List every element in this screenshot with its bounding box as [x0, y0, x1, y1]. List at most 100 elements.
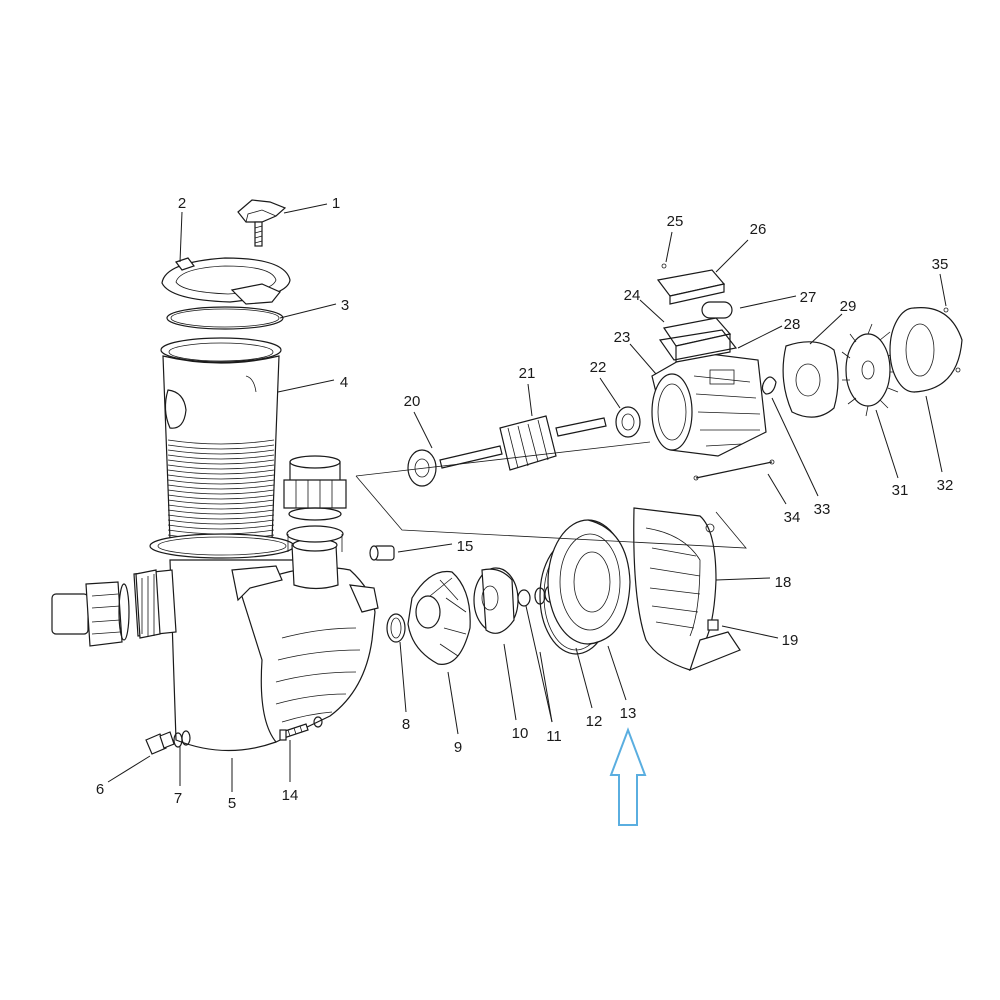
part-label-34: 34	[784, 509, 801, 526]
part-label-25: 25	[667, 213, 684, 230]
part-19-bolt	[707, 619, 719, 631]
part-10-impeller	[473, 567, 519, 634]
leader-line-22	[599, 377, 621, 409]
part-label-20: 20	[404, 393, 421, 410]
part-label-3: 3	[341, 297, 349, 314]
leader-line-9	[447, 671, 459, 735]
part-label-28: 28	[784, 316, 801, 333]
part-label-33: 33	[814, 501, 831, 518]
leader-line-33	[771, 397, 819, 497]
leader-line-2	[179, 211, 183, 263]
part-22-bearing	[615, 406, 641, 438]
leader-line-10	[503, 643, 517, 721]
part-label-8: 8	[402, 716, 410, 733]
part-3-lid-o-ring	[166, 306, 284, 330]
part-14-screw	[279, 716, 323, 741]
basket-rib	[167, 519, 275, 525]
basket-rib	[167, 454, 275, 460]
part-label-9: 9	[454, 739, 462, 756]
part-label-6: 6	[96, 781, 104, 798]
leader-line-35	[939, 273, 947, 307]
part-label-19: 19	[782, 632, 799, 649]
highlight-arrow-icon	[609, 727, 647, 826]
part-24-terminal-block	[662, 317, 732, 363]
part-label-32: 32	[937, 477, 954, 494]
leader-line-23	[629, 343, 657, 375]
leader-line-6	[107, 755, 151, 783]
leader-line-15	[397, 543, 453, 553]
basket-rib	[167, 464, 275, 470]
part-label-22: 22	[590, 359, 607, 376]
part-35-screw	[943, 307, 961, 373]
leader-line-21	[527, 383, 533, 417]
part-label-1: 1	[332, 195, 340, 212]
part-1-lid-knob	[237, 199, 287, 247]
assembly-envelope	[355, 441, 747, 549]
basket-rib	[167, 459, 275, 465]
part-28-gasket	[658, 329, 738, 361]
part-label-23: 23	[614, 329, 631, 346]
part-25-screw	[661, 263, 667, 269]
part-label-10: 10	[512, 725, 529, 742]
part-6-drain-plug	[145, 731, 175, 755]
leader-line-34	[767, 473, 787, 505]
part-26-terminal-cover	[656, 269, 726, 305]
leader-line-11b	[525, 605, 553, 723]
part-label-21: 21	[519, 365, 536, 382]
part-label-4: 4	[340, 374, 348, 391]
leader-line-13	[607, 645, 627, 701]
basket-rib	[167, 524, 275, 530]
part-23-motor-housing	[651, 351, 767, 457]
part-4-strainer-basket	[160, 337, 282, 547]
part-label-27: 27	[800, 289, 817, 306]
part-label-2: 2	[178, 195, 186, 212]
basket-rib	[167, 469, 275, 475]
part-label-35: 35	[932, 256, 949, 273]
part-7-plug-o-ring	[173, 730, 191, 748]
leader-line-1	[283, 203, 328, 214]
leader-line-18	[715, 577, 771, 581]
part-label-7: 7	[174, 790, 182, 807]
part-label-24: 24	[624, 287, 641, 304]
leader-line-19	[721, 625, 779, 639]
part-32-fan-cover	[889, 307, 963, 393]
part-label-26: 26	[750, 221, 767, 238]
part-label-14: 14	[282, 787, 299, 804]
part-5-pump-housing	[133, 533, 379, 752]
part-29-end-bell	[782, 341, 839, 418]
part-18-motor-bracket	[633, 507, 741, 672]
part-27-capacitor	[701, 301, 733, 319]
part-label-13: 13	[620, 705, 637, 722]
leader-line-24	[639, 299, 665, 323]
leader-line-20	[413, 411, 433, 449]
part-34-tie-rod	[693, 459, 775, 481]
part-15-plug	[369, 545, 395, 561]
inlet-union	[51, 569, 161, 647]
basket-rib	[167, 499, 275, 505]
leader-line-32	[925, 395, 943, 473]
leader-line-4	[277, 379, 335, 393]
basket-rib	[167, 514, 275, 520]
basket-rib	[167, 484, 275, 490]
part-33-wave-washer	[761, 376, 777, 395]
part-label-15: 15	[457, 538, 474, 555]
part-label-29: 29	[840, 298, 857, 315]
part-label-12: 12	[586, 713, 603, 730]
part-13-seal-plate	[547, 519, 631, 645]
basket-rib	[167, 489, 275, 495]
part-21-rotor-shaft	[439, 415, 607, 471]
leader-line-25	[665, 231, 673, 263]
leader-line-11	[539, 651, 553, 723]
leader-line-27	[739, 295, 797, 309]
part-2-clamp-ring	[161, 257, 291, 305]
leader-line-8	[399, 641, 407, 713]
part-8-o-ring	[386, 613, 406, 643]
leader-line-29	[809, 313, 843, 345]
basket-rib	[167, 474, 275, 480]
leader-line-31	[875, 409, 899, 479]
leader-lines	[107, 203, 947, 792]
leader-line-26	[715, 239, 749, 273]
